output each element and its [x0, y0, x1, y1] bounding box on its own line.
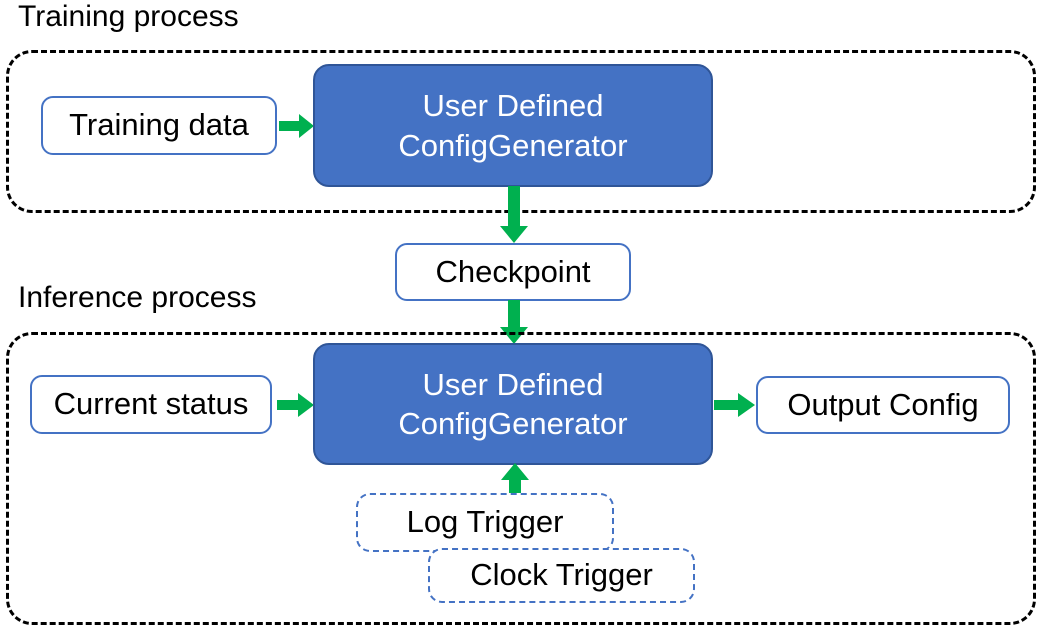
arrow-training-data-to-generator [277, 110, 317, 142]
node-training-generator-line2: ConfigGenerator [398, 127, 628, 163]
node-clock-trigger-label: Clock Trigger [470, 557, 653, 593]
arrow-generator-to-output-config [712, 389, 758, 421]
node-current-status[interactable]: Current status [30, 375, 272, 434]
node-training-data-label: Training data [69, 107, 249, 143]
node-training-data[interactable]: Training data [41, 96, 277, 155]
arrow-training-generator-to-checkpoint [497, 186, 531, 246]
node-checkpoint[interactable]: Checkpoint [395, 243, 631, 301]
node-inference-generator-line2: ConfigGenerator [398, 406, 628, 441]
node-output-config[interactable]: Output Config [756, 376, 1010, 434]
node-training-generator-line1: User Defined [422, 88, 604, 124]
node-inference-generator-line1: User Defined [422, 366, 604, 402]
node-log-trigger-label: Log Trigger [406, 504, 564, 540]
node-inference-generator[interactable]: User Defined ConfigGenerator [313, 343, 713, 465]
arrow-current-status-to-generator [275, 389, 317, 421]
node-log-trigger[interactable]: Log Trigger [356, 493, 614, 552]
group-label-training: Training process [18, 0, 239, 33]
arrow-log-trigger-to-generator [498, 462, 532, 498]
node-checkpoint-label: Checkpoint [435, 253, 591, 289]
group-label-inference: Inference process [18, 281, 257, 314]
node-current-status-label: Current status [53, 386, 249, 422]
group-container-training [6, 50, 1036, 213]
node-training-generator[interactable]: User Defined ConfigGenerator [313, 64, 713, 187]
node-clock-trigger[interactable]: Clock Trigger [428, 548, 695, 603]
group-container-inference [6, 332, 1036, 625]
node-output-config-label: Output Config [787, 386, 979, 422]
